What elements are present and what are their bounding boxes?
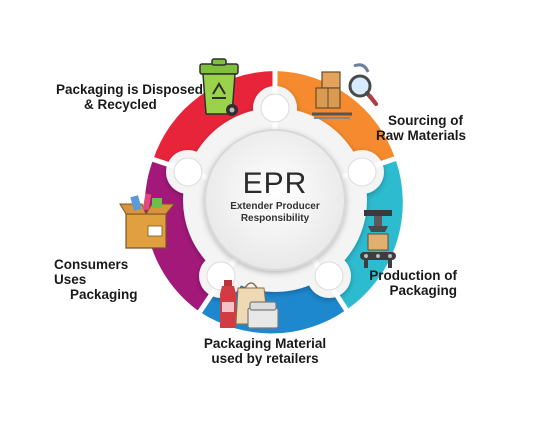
label-consumers: Consumers Uses Packaging: [44, 257, 164, 302]
label-sourcing-line1: Sourcing of: [388, 113, 463, 128]
label-retail-line2: used by retailers: [211, 351, 319, 366]
conveyor-robot-arm-icon: [360, 210, 396, 268]
gear-knobs: [173, 93, 377, 291]
label-recycle-line1: Packaging is Disposed: [56, 82, 204, 97]
label-sourcing: Sourcing of Raw Materials: [376, 113, 466, 143]
hand-truck-boxes-magnifier-icon: [312, 63, 378, 119]
center-subtitle-line2: Responsibility: [240, 213, 310, 224]
label-recycle-line2: & Recycled: [84, 97, 157, 112]
label-consumers-line1: Consumers Uses: [54, 257, 129, 287]
label-production-line2: Packaging: [389, 283, 457, 298]
label-retail-line1: Packaging Material: [203, 336, 327, 351]
recycle-bin-icon: [199, 58, 239, 116]
bottle-bag-food-container-icon: [220, 280, 279, 329]
label-production: Production of Packaging: [365, 268, 457, 298]
open-box-toys-icon: [119, 193, 176, 249]
label-consumers-line2: Packaging: [70, 287, 138, 302]
center-subtitle: Extender Producer Responsibility: [210, 201, 340, 225]
center-subtitle-line1: Extender Producer: [230, 201, 320, 212]
center-title: EPR: [242, 167, 308, 200]
label-recycle: Packaging is Disposed & Recycled: [56, 82, 206, 112]
label-sourcing-line2: Raw Materials: [376, 128, 467, 143]
label-retail: Packaging Material used by retailers: [190, 336, 340, 366]
label-production-line1: Production of: [369, 268, 457, 283]
center-hub: [204, 129, 346, 271]
